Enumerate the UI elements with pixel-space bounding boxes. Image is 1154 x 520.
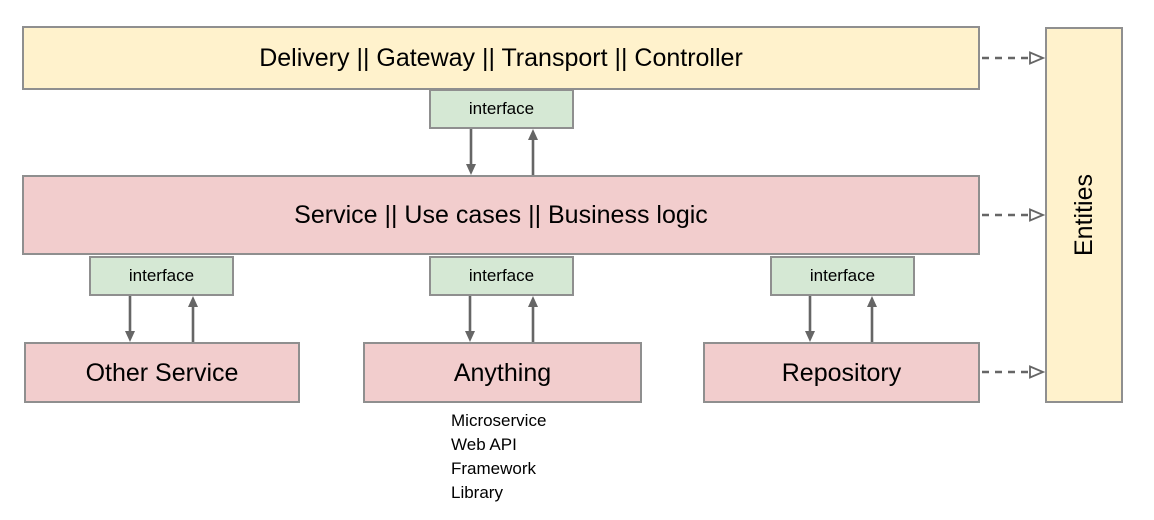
edge-repository-to-interface-up-arrow: [867, 296, 877, 342]
edge-repository-to-entities-dashed-arrow: [982, 365, 1046, 379]
other-service-label: Other Service: [85, 358, 239, 387]
entities-box: Entities: [1045, 27, 1123, 403]
service-layer-box: Service || Use cases || Business logic: [22, 175, 980, 255]
interface-label: interface: [809, 265, 876, 285]
delivery-layer-box: Delivery || Gateway || Transport || Cont…: [22, 26, 980, 90]
interface-label: interface: [468, 265, 535, 285]
anything-examples-list: Microservice Web API Framework Library: [451, 409, 546, 505]
repository-box: Repository: [703, 342, 980, 403]
example-item: Framework: [451, 459, 537, 478]
interface-box-middle: interface: [429, 256, 574, 296]
interface-box-left: interface: [89, 256, 234, 296]
edge-interface-to-repository-down-arrow: [805, 296, 815, 342]
interface-box-right: interface: [770, 256, 915, 296]
example-item: Microservice: [451, 411, 547, 430]
example-item: Library: [451, 483, 503, 502]
edge-service-to-entities-dashed-arrow: [982, 208, 1046, 222]
anything-label: Anything: [453, 358, 552, 387]
edge-interface-to-other-service-down-arrow: [125, 296, 135, 342]
edge-service-to-interface-up-arrow: [528, 129, 538, 175]
example-item: Web API: [451, 435, 517, 454]
interface-box-top: interface: [429, 89, 574, 129]
service-layer-label: Service || Use cases || Business logic: [294, 201, 708, 229]
other-service-box: Other Service: [24, 342, 300, 403]
edge-other-service-to-interface-up-arrow: [188, 296, 198, 342]
interface-label: interface: [468, 98, 535, 118]
edge-delivery-to-entities-dashed-arrow: [982, 51, 1046, 65]
delivery-layer-label: Delivery || Gateway || Transport || Cont…: [259, 44, 743, 72]
repository-label: Repository: [781, 358, 902, 387]
interface-label: interface: [128, 265, 195, 285]
anything-box: Anything: [363, 342, 642, 403]
edge-interface-to-service-down-arrow: [466, 129, 476, 175]
edge-interface-to-anything-down-arrow: [465, 296, 475, 342]
entities-label: Entities: [1070, 174, 1099, 256]
edge-anything-to-interface-up-arrow: [528, 296, 538, 342]
